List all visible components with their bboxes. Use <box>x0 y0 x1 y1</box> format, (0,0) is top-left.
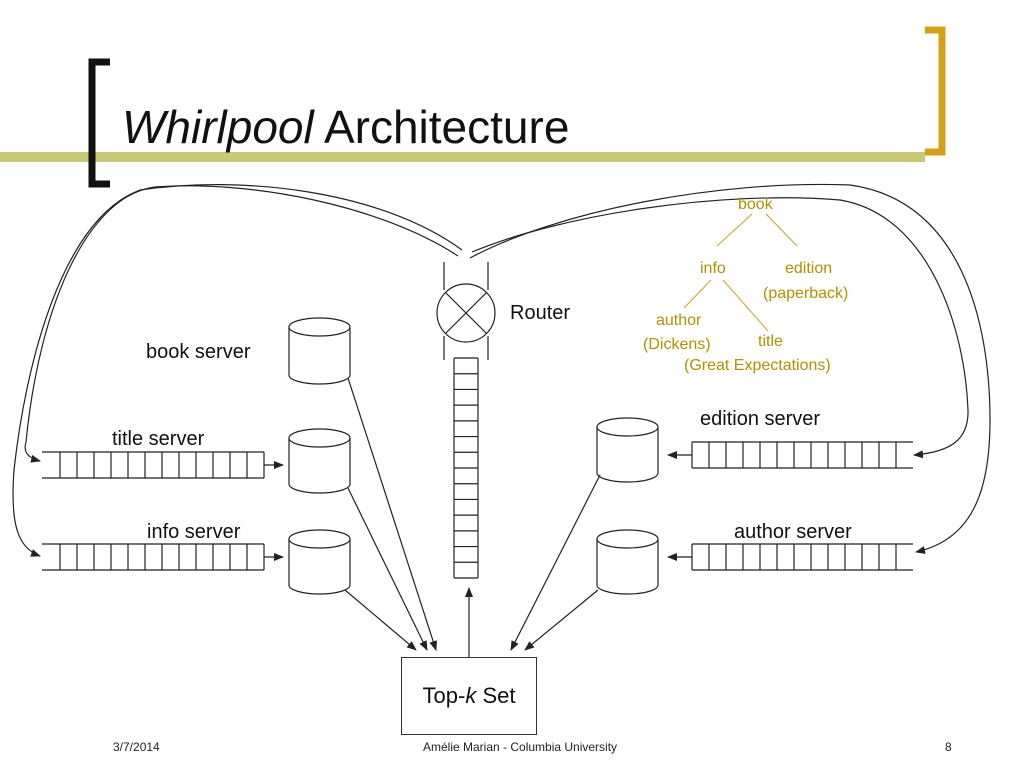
edition-to-topk-arrow <box>510 474 601 651</box>
info-server-database-icon <box>288 529 351 595</box>
footer-author: Amélie Marian - Columbia University <box>423 740 618 754</box>
right-bracket <box>925 26 946 156</box>
tree-value-dickens: (Dickens) <box>643 336 711 353</box>
tree-node-info: info <box>700 260 726 277</box>
edition-server-database-icon <box>596 417 659 483</box>
title-to-topk-arrow <box>347 487 428 651</box>
edition-server-label: edition server <box>700 408 821 430</box>
title-underline-bar <box>0 152 925 162</box>
title-server-queue <box>42 451 265 479</box>
xml-tree-edges <box>683 213 798 332</box>
router-to-author-queue-curve <box>469 183 991 554</box>
topk-set-box: Top-k Set <box>401 657 537 735</box>
info-server-queue <box>42 543 265 571</box>
router-to-edition-queue-curve <box>471 197 969 459</box>
edition-server-queue <box>691 441 913 469</box>
tree-value-great-expectations: (Great Expectations) <box>684 357 831 374</box>
topk-prefix: Top- <box>422 683 466 708</box>
router-queue <box>453 357 479 579</box>
router-symbol <box>436 262 496 360</box>
topk-suffix: Set <box>476 683 516 708</box>
router-to-info-queue-curve <box>12 184 463 557</box>
author-server-queue <box>691 543 913 571</box>
tree-node-author: author <box>656 312 702 329</box>
info-server-label: info server <box>147 521 241 543</box>
router-to-title-queue-curve <box>24 185 459 463</box>
title-server-database-icon <box>288 428 351 494</box>
author-server-database-icon <box>596 529 659 595</box>
footer-page-number: 8 <box>945 740 952 754</box>
author-to-topk-arrow <box>524 589 599 651</box>
tree-node-title: title <box>758 333 783 350</box>
tree-value-paperback: (paperback) <box>763 285 849 302</box>
tree-node-edition: edition <box>785 260 833 277</box>
title-italic: Whirlpool <box>122 101 314 153</box>
topk-k: k <box>465 683 477 708</box>
left-bracket <box>88 58 110 188</box>
tree-node-book: book <box>738 196 773 213</box>
book-to-topk-arrow <box>347 377 438 651</box>
title-server-label: title server <box>112 428 205 450</box>
author-server-label: author server <box>734 521 852 543</box>
title-rest: Architecture <box>313 101 570 153</box>
slide-title: Whirlpool Architecture <box>122 100 569 154</box>
router-label: Router <box>510 302 571 324</box>
book-server-label: book server <box>146 341 251 363</box>
book-server-database-icon <box>288 317 351 385</box>
info-to-topk-arrow <box>344 589 417 651</box>
footer-date: 3/7/2014 <box>113 740 160 754</box>
